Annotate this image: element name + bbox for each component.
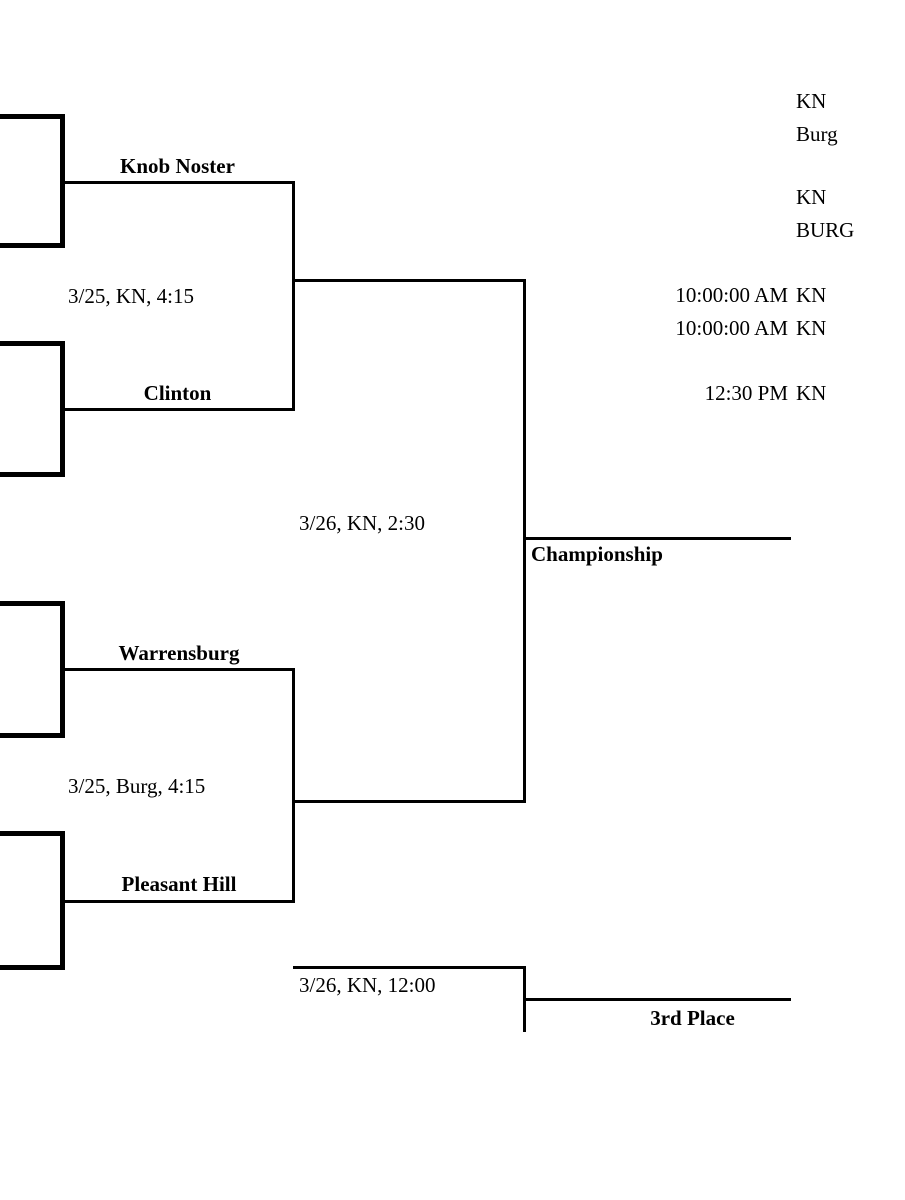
third-place-game-info: 3/26, KN, 12:00 (299, 973, 436, 997)
schedule-row-1-site: KN (796, 89, 827, 113)
first-round-bracket-4-top (0, 831, 64, 836)
team-pleasant-hill: Pleasant Hill (121, 872, 237, 896)
semifinal-1-game-info: 3/25, KN, 4:15 (68, 284, 194, 308)
schedule-row-6-site: KN (796, 316, 827, 340)
team-clinton: Clinton (143, 381, 212, 405)
third-place-label: 3rd Place (650, 1006, 735, 1030)
first-round-bracket-1-bottom (0, 243, 64, 248)
schedule-row-7-site: KN (796, 381, 827, 405)
championship-bottom-line (293, 800, 526, 803)
semifinal-1-top-line (62, 181, 295, 184)
championship-game-info: 3/26, KN, 2:30 (299, 511, 425, 535)
schedule-row-3-site: KN (796, 185, 827, 209)
schedule-row-5-time: 10:00:00 AM (675, 283, 788, 307)
semifinal-2-bottom-line (62, 900, 295, 903)
first-round-bracket-2-top (0, 341, 64, 346)
championship-label: Championship (531, 542, 663, 566)
schedule-row-4-site: BURG (796, 218, 855, 242)
first-round-bracket-3-top (0, 601, 64, 606)
first-round-bracket-1-top (0, 114, 64, 119)
championship-connector (523, 279, 526, 803)
first-round-bracket-3-bottom (0, 733, 64, 738)
schedule-row-7-time: 12:30 PM (704, 381, 788, 405)
schedule-row-2-site: Burg (796, 122, 838, 146)
schedule-row-6-time: 10:00:00 AM (675, 316, 788, 340)
team-warrensburg: Warrensburg (118, 641, 240, 665)
semifinal-2-top-line (62, 668, 295, 671)
semifinal-2-game-info: 3/25, Burg, 4:15 (68, 774, 206, 798)
first-round-bracket-4-bottom (0, 965, 64, 970)
semifinal-1-bottom-line (62, 408, 295, 411)
semifinal-1-connector (292, 181, 295, 411)
third-place-winner-line (523, 998, 791, 1001)
champion-line (523, 537, 791, 540)
schedule-row-5-site: KN (796, 283, 827, 307)
team-knob-noster: Knob Noster (120, 154, 235, 178)
first-round-bracket-2-bottom (0, 472, 64, 477)
third-place-top-line (293, 966, 526, 969)
championship-top-line (293, 279, 526, 282)
semifinal-2-connector (292, 668, 295, 903)
